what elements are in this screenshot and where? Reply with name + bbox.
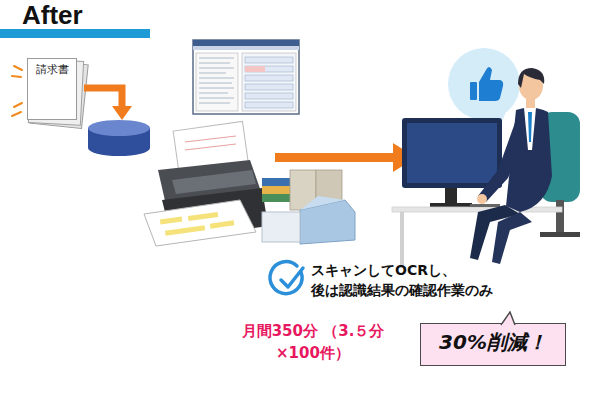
title-bar [0, 29, 150, 38]
file-boxes [262, 170, 355, 244]
workstation [392, 68, 580, 268]
flow-arrow [275, 143, 416, 172]
reduction-callout: 30%削減！ [420, 323, 566, 366]
flow-arrow [84, 88, 132, 120]
result-note: スキャンしてOCRし、 後は認識結果の確認作業のみ [311, 260, 571, 300]
node-text: 30%削減！ [429, 324, 557, 361]
thumbs-up-bubble [448, 48, 520, 126]
node-text: 請求書 [30, 63, 74, 77]
check-icon [270, 262, 303, 294]
scanner [144, 121, 268, 246]
title: After [22, 0, 83, 30]
callout-pointer [501, 312, 521, 326]
invoice-document: 請求書 [27, 58, 77, 120]
sparks [12, 66, 22, 116]
time-note: 月間350分 （3.５分×100件） [218, 320, 408, 364]
ocr-screenshot [193, 40, 299, 114]
database-cylinder [88, 120, 150, 156]
